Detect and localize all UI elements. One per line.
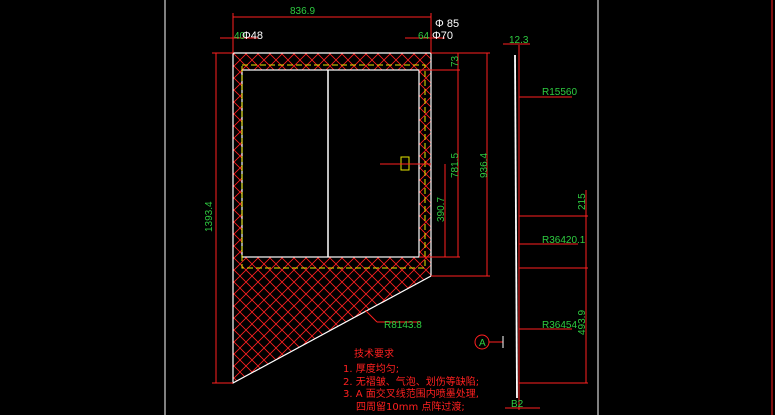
- dim-thickness-bottom: B2: [511, 399, 524, 410]
- dim-top-width: 836.9: [290, 6, 315, 17]
- profile-dimensions: [474, 43, 588, 410]
- dim-arc-radius: R8143.8: [384, 320, 422, 331]
- dim-right-offset: 64: [418, 31, 430, 42]
- dim-hole-small: Φ70: [432, 30, 453, 42]
- dim-seg2: 493.9: [577, 310, 588, 335]
- dim-total-height: 1393.4: [204, 201, 215, 232]
- dim-top-margin: 73: [450, 55, 461, 67]
- note-item-1: 1. 厚度均匀;: [343, 362, 399, 375]
- dim-profile-r2: R36420.1: [542, 235, 586, 246]
- view-marker-label: A: [479, 338, 486, 349]
- dimension-lines: [212, 13, 490, 384]
- dim-profile-r1: R15560: [542, 87, 577, 98]
- profile-outline[interactable]: [514, 54, 518, 399]
- dim-seg1: 215: [577, 193, 588, 210]
- dim-window-height: 781.5: [450, 153, 461, 178]
- note-item-4: 四周留10mm 点阵过渡;: [356, 400, 465, 413]
- dim-left-offset: 40: [234, 31, 246, 42]
- dim-profile-r3: R36454: [542, 320, 577, 331]
- dim-thickness-top: 12.3: [509, 35, 529, 46]
- dim-mount-height: 390.7: [436, 197, 447, 222]
- note-item-3: 3. A 面交叉线范围内喷墨处理,: [343, 387, 479, 400]
- dim-hole-large: Φ 85: [435, 18, 459, 30]
- hidden-line-boundary: [241, 64, 426, 269]
- dim-hole-left: Φ48: [242, 30, 263, 42]
- notes-title: 技术要求: [354, 347, 394, 360]
- note-item-2: 2. 无褶皱、气泡、划伤等缺陷;: [343, 375, 479, 388]
- dim-right-height: 936.4: [479, 153, 490, 178]
